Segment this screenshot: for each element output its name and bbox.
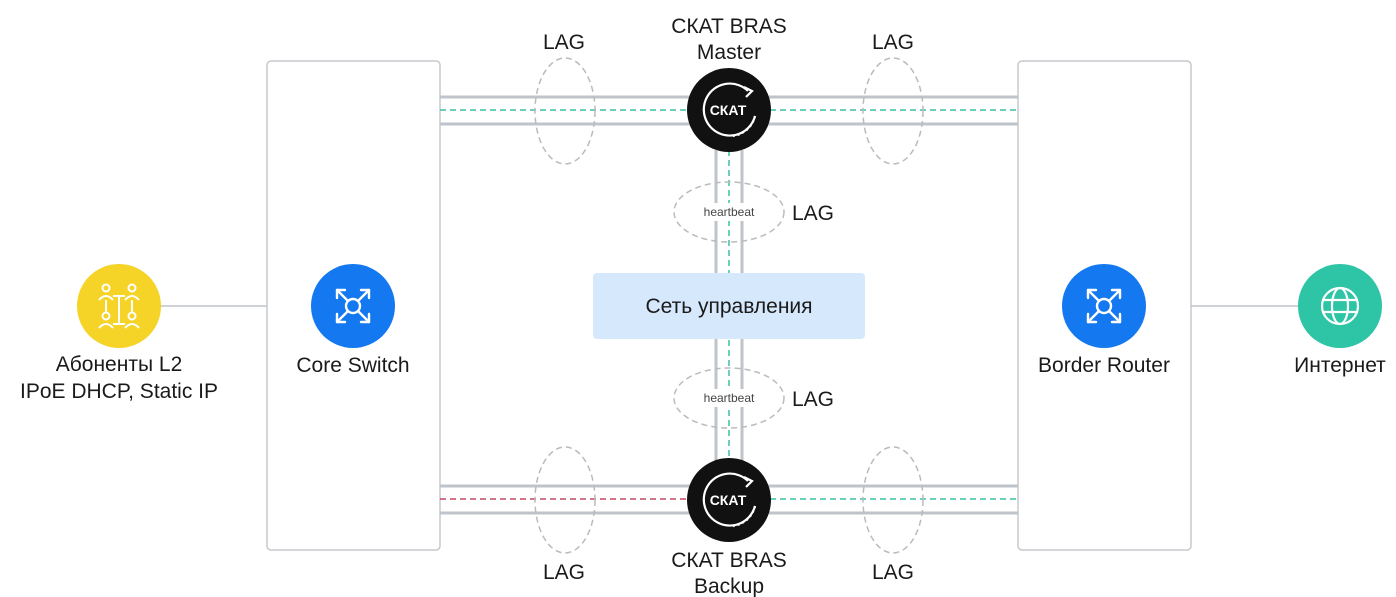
skat-logo-icon: СКАТ <box>702 82 757 138</box>
bras-backup-title: СКАТ BRAS <box>671 549 787 572</box>
core-switch-node <box>311 264 395 348</box>
lag-label-top-left: LAG <box>543 31 585 54</box>
subscribers-title: Абоненты L2 <box>56 353 183 376</box>
lag-label-heartbeat-top: LAG <box>792 202 834 225</box>
skat-logo-icon: СКАТ <box>702 472 757 528</box>
core-switch-label: Core Switch <box>296 354 409 377</box>
lag-label-heartbeat-bottom: LAG <box>792 388 834 411</box>
internet-node <box>1298 264 1382 348</box>
svg-text:СКАТ: СКАТ <box>710 492 747 508</box>
border-router-label: Border Router <box>1038 354 1170 377</box>
globe-icon <box>1320 286 1360 326</box>
lag-ellipse-bottom-left <box>534 446 596 554</box>
network-users-icon <box>98 283 140 329</box>
bras-master-title: СКАТ BRAS <box>671 15 787 38</box>
heartbeat-bottom-label: heartbeat <box>704 391 755 405</box>
subscribers-node <box>77 264 161 348</box>
border-router-node <box>1062 264 1146 348</box>
lag-ellipse-heartbeat-top <box>673 181 785 243</box>
switch-arrows-icon <box>335 288 371 324</box>
lag-ellipses <box>534 57 924 554</box>
internet-label: Интернет <box>1294 354 1386 377</box>
svg-text:СКАТ: СКАТ <box>710 102 747 118</box>
lag-ellipse-top-right <box>862 57 924 165</box>
lag-ellipse-heartbeat-bottom <box>673 367 785 429</box>
lag-label-bottom-left: LAG <box>543 561 585 584</box>
router-arrows-icon <box>1086 288 1122 324</box>
bras-backup-node: СКАТ <box>687 458 771 542</box>
lag-label-bottom-right: LAG <box>872 561 914 584</box>
management-network: Сеть управления <box>593 273 865 339</box>
subscribers-subtitle: IPoE DHCP, Static IP <box>20 380 218 403</box>
lag-label-top-right: LAG <box>872 31 914 54</box>
heartbeat-top-label: heartbeat <box>704 205 755 219</box>
lag-ellipse-top-left <box>534 57 596 165</box>
bras-backup-role: Backup <box>694 575 764 597</box>
bras-master-role: Master <box>697 41 761 64</box>
bras-master-node: СКАТ <box>687 68 771 152</box>
management-label: Сеть управления <box>645 295 812 318</box>
lag-ellipse-bottom-right <box>862 446 924 554</box>
